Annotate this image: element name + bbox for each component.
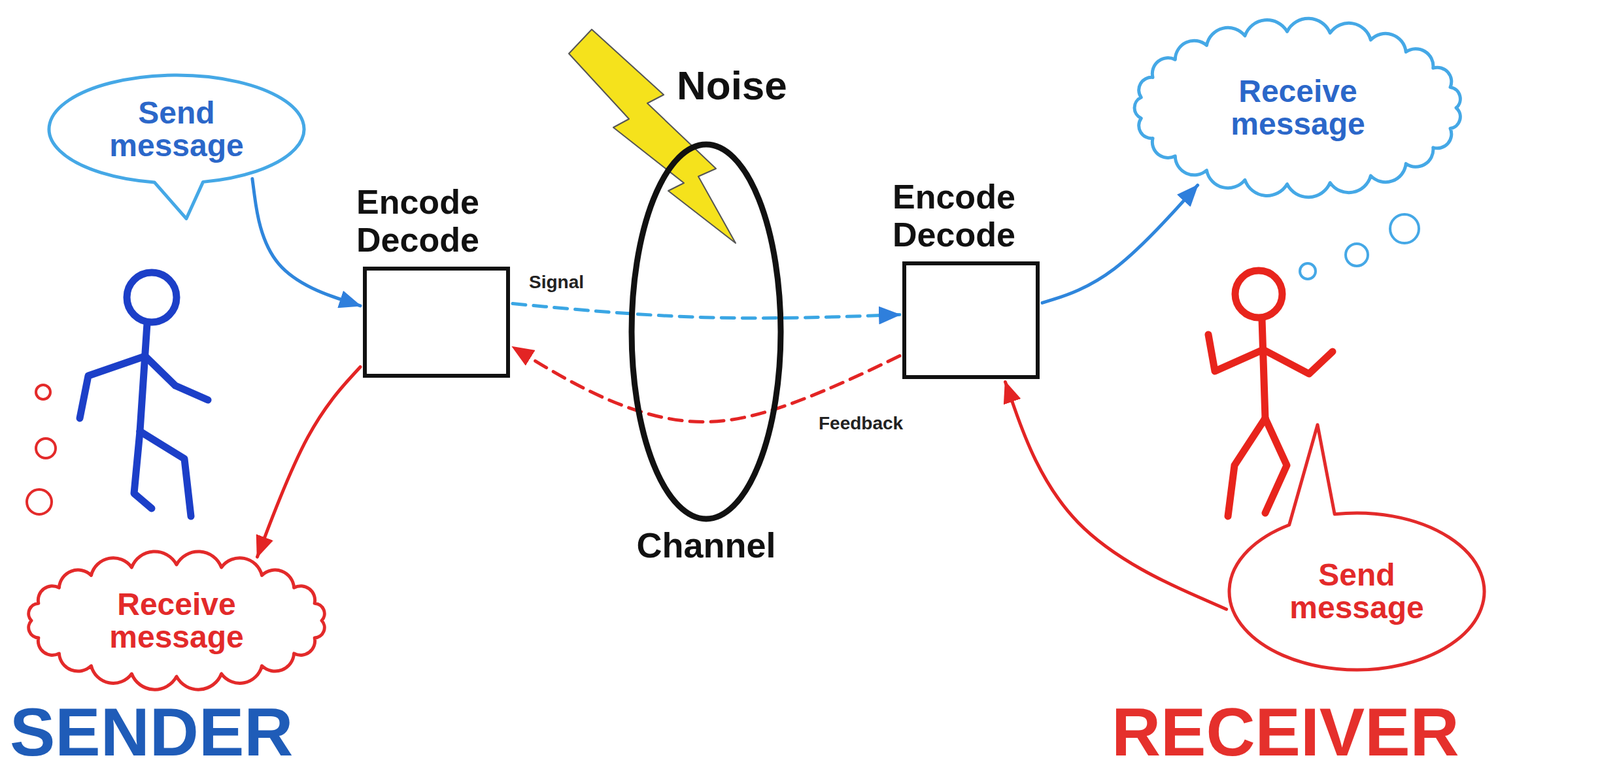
role-label: RECEIVER: [1111, 698, 1460, 767]
figure-arm: [1208, 334, 1264, 372]
arrow-connector: [1005, 381, 1227, 610]
cloud-outline: [28, 551, 325, 690]
figure-leg: [134, 431, 152, 509]
bubble-text: Send message: [1289, 559, 1424, 626]
dashed-connector: [512, 347, 900, 423]
speech-bubble: Send message: [1225, 510, 1488, 674]
role-label: SENDER: [9, 698, 293, 767]
cloud-outline: [1134, 18, 1461, 198]
figure-body: [139, 323, 148, 432]
thought-dot: [1345, 243, 1368, 267]
arrow-connector: [1042, 185, 1198, 303]
thought-cloud: Receive message: [1124, 16, 1472, 200]
bubble-outline: [1229, 425, 1485, 671]
figure-head: [126, 272, 177, 323]
thought-dots: [1299, 214, 1419, 280]
cloud-text: Receive message: [1230, 75, 1365, 142]
encoder-box: Encode Decode: [892, 177, 1056, 380]
figure-arm: [79, 356, 146, 419]
encoder-box: Encode Decode: [356, 183, 514, 378]
channel-outline: [627, 140, 785, 524]
box-heading: Encode Decode: [356, 183, 480, 259]
thought-dot: [35, 385, 51, 400]
thought-cloud: Receive message: [16, 549, 337, 692]
dashed-connector: [512, 304, 900, 319]
channel-label: Channel: [636, 527, 776, 565]
edge-label: Signal: [526, 272, 587, 293]
box-heading: Encode Decode: [892, 177, 1016, 254]
figure-body: [1261, 319, 1266, 419]
figure-leg: [1265, 418, 1287, 514]
figure-arm: [1263, 349, 1333, 375]
sender-figure: [79, 272, 208, 517]
encoder-square: [902, 261, 1040, 380]
thought-dot: [1390, 214, 1419, 244]
speech-bubble: Send message: [45, 71, 308, 187]
cloud-text: Receive message: [109, 588, 244, 655]
arrow-connector: [256, 366, 361, 558]
noise-label: Noise: [676, 65, 788, 106]
figure-arm: [145, 356, 208, 401]
bubble-text: Send message: [109, 96, 244, 163]
channel-outline: [631, 144, 781, 520]
arrow-connector: [252, 179, 361, 307]
channel-ellipse: Channel: [627, 140, 785, 565]
figure-head: [1235, 270, 1283, 318]
bubble-outline: [49, 75, 305, 220]
figure-leg: [139, 431, 191, 517]
encoder-square: [362, 266, 511, 378]
thought-dot: [35, 438, 56, 459]
thought-dots: [26, 385, 56, 515]
edge-label: Feedback: [816, 413, 906, 435]
figure-leg: [1227, 418, 1266, 517]
thought-dot: [26, 489, 52, 515]
thought-dot: [1299, 263, 1316, 280]
